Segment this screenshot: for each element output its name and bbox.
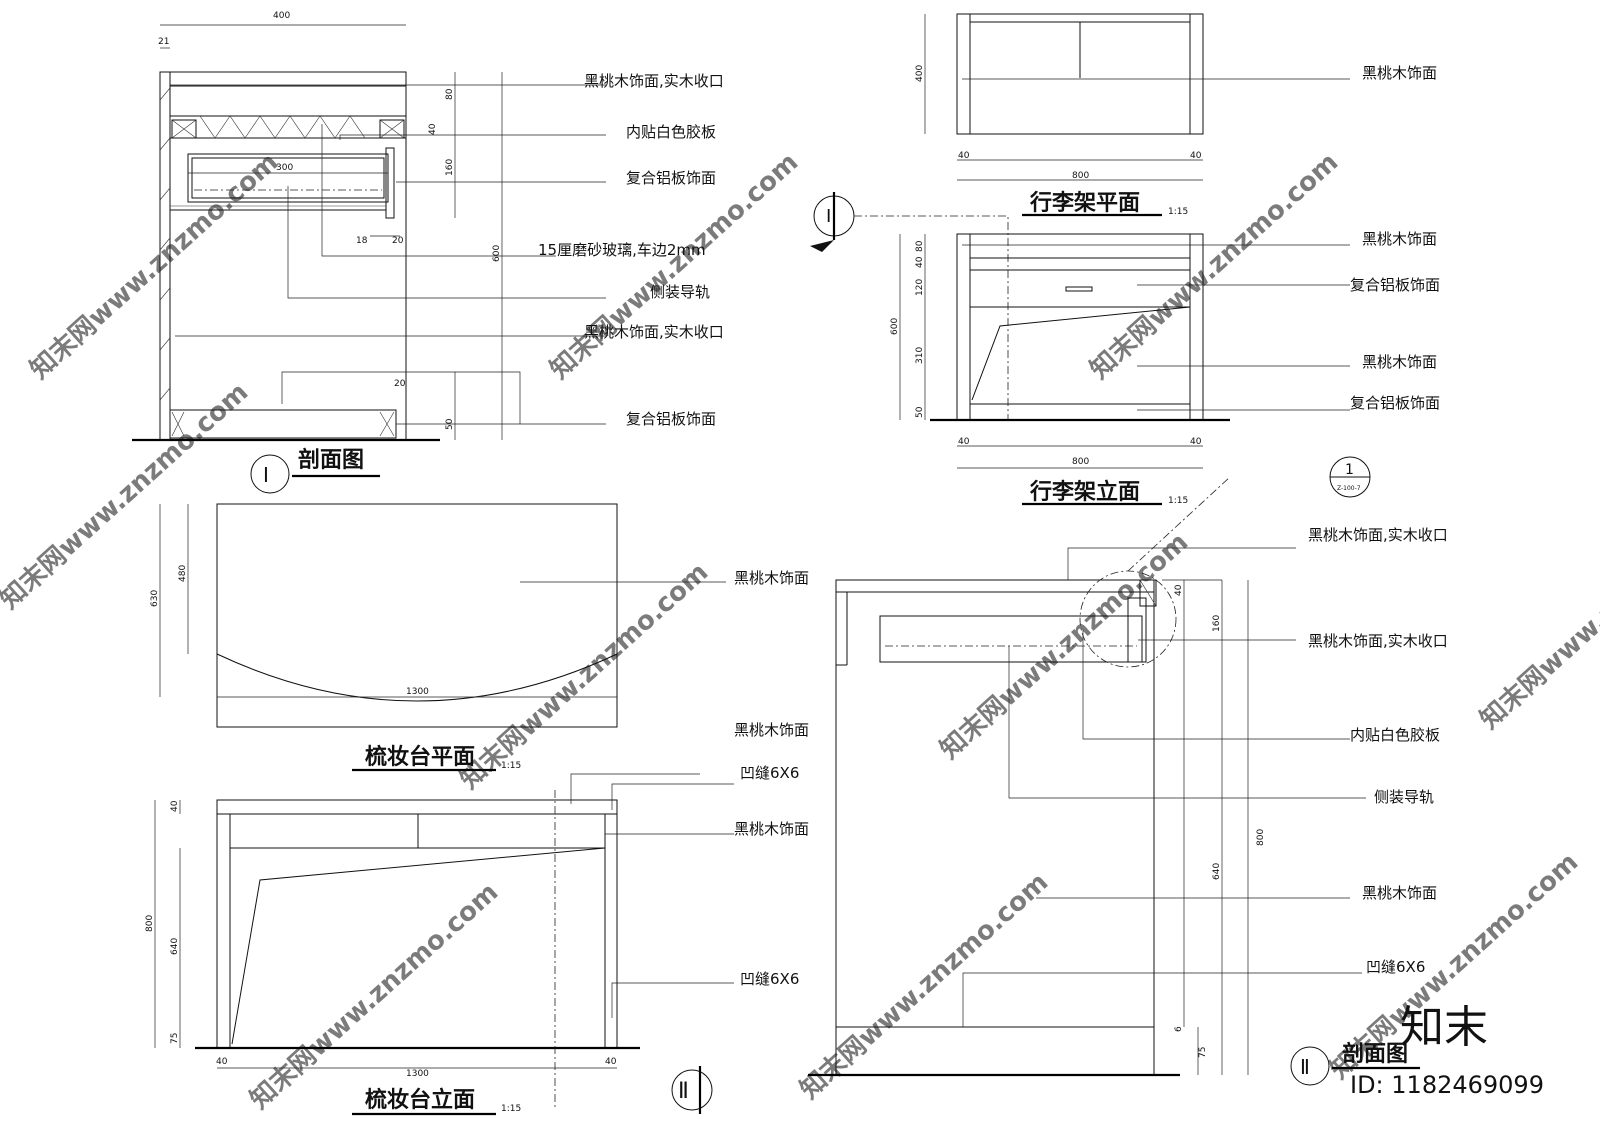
section-1-dim-50: 50	[445, 418, 455, 430]
luggage-elev-dim-r40: 40	[1190, 437, 1202, 447]
section-1-callout-1: 黑桃木饰面,实木收口	[584, 72, 724, 90]
section-1-callout-2: 内贴白色胶板	[626, 123, 716, 141]
watermark-text: 知末网www.znzmo.com	[25, 147, 285, 385]
watermark-text: 知末网www.znzmo.com	[1085, 147, 1345, 385]
luggage-plan-dim-w: 800	[1072, 171, 1089, 181]
section-2-callout-2: 黑桃木饰面,实木收口	[1308, 632, 1448, 650]
section-1-callout-7: 复合铝板饰面	[626, 410, 716, 428]
section-1-callout-4: 15厘磨砂玻璃,车边2mm	[538, 241, 706, 259]
section-1-callout-5: 侧装导轨	[650, 283, 710, 301]
dresser-elev-callout-1: 黑桃木饰面	[734, 721, 809, 739]
luggage-elev-dim-l40: 40	[958, 437, 970, 447]
luggage-plan-title: 行李架平面	[1029, 190, 1140, 216]
dresser-plan-scale: 1:15	[501, 761, 521, 771]
watermark-text: 知末网www.znzmo.com	[795, 867, 1055, 1105]
watermark-text: 知末网www.znzmo.com	[1475, 497, 1600, 735]
dresser-plan-drawing: 630 480 1300 黑桃木饰面 梳妆台平面 1:15	[150, 503, 809, 772]
luggage-elev-dim-600: 600	[890, 318, 900, 335]
luggage-elev-callout-2: 复合铝板饰面	[1350, 276, 1440, 294]
section-1-title: 剖面图	[298, 447, 364, 473]
luggage-elev-dim-w: 800	[1072, 457, 1089, 467]
dresser-elev-drawing: 40 800 640 75 40 1300 40 黑桃木饰面 凹缝6X6 黑桃木…	[145, 721, 809, 1116]
section-1-dim-20: 20	[392, 236, 404, 246]
section-1-dim-600: 600	[492, 245, 502, 262]
section-2-marker: Ⅱ	[1300, 1055, 1310, 1079]
luggage-plan-scale: 1:15	[1168, 207, 1188, 217]
dresser-elev-dim-640: 640	[170, 938, 180, 955]
dresser-elev-dim-w: 1300	[406, 1069, 429, 1079]
luggage-elev-callout-4: 复合铝板饰面	[1350, 394, 1440, 412]
luggage-elev-callout-3: 黑桃木饰面	[1362, 353, 1437, 371]
section-1-dim-40: 40	[428, 123, 438, 135]
section-2-dim-160: 160	[1212, 615, 1222, 632]
luggage-elev-dim-40: 40	[915, 256, 925, 268]
section-2-callout-1: 黑桃木饰面,实木收口	[1308, 526, 1448, 544]
section-2-ref-sheet: Z-100-7	[1337, 485, 1361, 492]
luggage-plan-callout-1: 黑桃木饰面	[1362, 64, 1437, 82]
section-2-callout-4: 侧装导轨	[1374, 788, 1434, 806]
dresser-plan-dim-630: 630	[150, 590, 160, 607]
section-1-marker: Ⅰ	[263, 463, 269, 487]
watermark-id: ID: 1182469099	[1350, 1071, 1544, 1099]
section-2-dim-6: 6	[1174, 1026, 1184, 1032]
section-2-dim-640: 640	[1212, 863, 1222, 880]
section-2-callout-3: 内贴白色胶板	[1350, 726, 1440, 744]
dresser-elev-marker: Ⅱ	[678, 1079, 689, 1104]
luggage-elev-dim-310: 310	[915, 347, 925, 364]
watermark-text: 知末网www.znzmo.com	[0, 377, 254, 615]
luggage-elev-dim-50: 50	[915, 406, 925, 418]
section-2-dim-40: 40	[1174, 584, 1184, 596]
dresser-elev-dim-r40: 40	[605, 1057, 617, 1067]
dresser-elev-dim-800: 800	[145, 915, 155, 932]
dresser-elev-callout-4: 凹缝6X6	[740, 970, 799, 988]
luggage-elev-marker: Ⅰ	[826, 206, 831, 227]
section-1-dim-top: 400	[273, 11, 290, 21]
section-1-drawing: Ⅰ 剖面图 黑桃木饰面,实木收口 内贴白色胶板 复合铝板饰面 15厘磨砂玻璃,车…	[132, 11, 724, 494]
luggage-plan-dim-h: 400	[915, 65, 925, 82]
section-1-dim-160: 160	[445, 159, 455, 176]
dresser-elev-dim-l40: 40	[216, 1057, 228, 1067]
section-1-dim-18: 18	[356, 236, 368, 246]
luggage-plan-dim-r40: 40	[1190, 151, 1202, 161]
dresser-elev-title: 梳妆台立面	[365, 1087, 475, 1113]
section-2-drawing: 1 Z-100-7 40 160 640 800 6 75 黑桃木饰面,实木收口…	[808, 456, 1448, 1086]
luggage-elev-callout-1: 黑桃木饰面	[1362, 230, 1437, 248]
section-1-dim-80: 80	[445, 88, 455, 100]
luggage-plan-drawing: 400 40 800 40 黑桃木饰面 行李架平面 1:15	[915, 13, 1437, 217]
section-1-dim-300: 300	[276, 163, 293, 173]
luggage-elev-drawing: Ⅰ 80 40 120 600 310 50 40 800 40 黑桃木饰面 复…	[810, 192, 1440, 506]
section-1-dim-left: 21	[158, 37, 169, 47]
section-2-dim-75: 75	[1198, 1047, 1208, 1058]
watermark-text: 知末网www.znzmo.com	[245, 877, 505, 1115]
dresser-plan-title: 梳妆台平面	[365, 744, 475, 770]
watermark-text: 知末网www.znzmo.com	[455, 557, 715, 795]
dresser-elev-dim-75: 75	[170, 1033, 180, 1044]
dresser-elev-callout-3: 黑桃木饰面	[734, 820, 809, 838]
dresser-plan-dim-480: 480	[178, 565, 188, 582]
luggage-plan-dim-l40: 40	[958, 151, 970, 161]
section-2-dim-800: 800	[1256, 829, 1266, 846]
section-2-callout-5: 黑桃木饰面	[1362, 884, 1437, 902]
luggage-elev-dim-120: 120	[915, 279, 925, 296]
dresser-plan-dim-w: 1300	[406, 687, 429, 697]
dresser-plan-callout-1: 黑桃木饰面	[734, 569, 809, 587]
section-2-callout-6: 凹缝6X6	[1366, 958, 1425, 976]
section-1-dim-20b: 20	[394, 379, 406, 389]
dresser-elev-scale: 1:15	[501, 1104, 521, 1114]
dresser-elev-callout-2: 凹缝6X6	[740, 764, 799, 782]
section-2-title: 剖面图	[1342, 1041, 1408, 1067]
luggage-elev-title: 行李架立面	[1029, 479, 1140, 505]
luggage-elev-dim-80: 80	[915, 240, 925, 252]
section-1-callout-3: 复合铝板饰面	[626, 169, 716, 187]
dresser-elev-dim-40: 40	[170, 800, 180, 812]
section-1-callout-6: 黑桃木饰面,实木收口	[584, 323, 724, 341]
luggage-elev-scale: 1:15	[1168, 496, 1188, 506]
watermark-logo: 知末	[1400, 1002, 1488, 1053]
section-2-ref-num: 1	[1345, 462, 1354, 478]
